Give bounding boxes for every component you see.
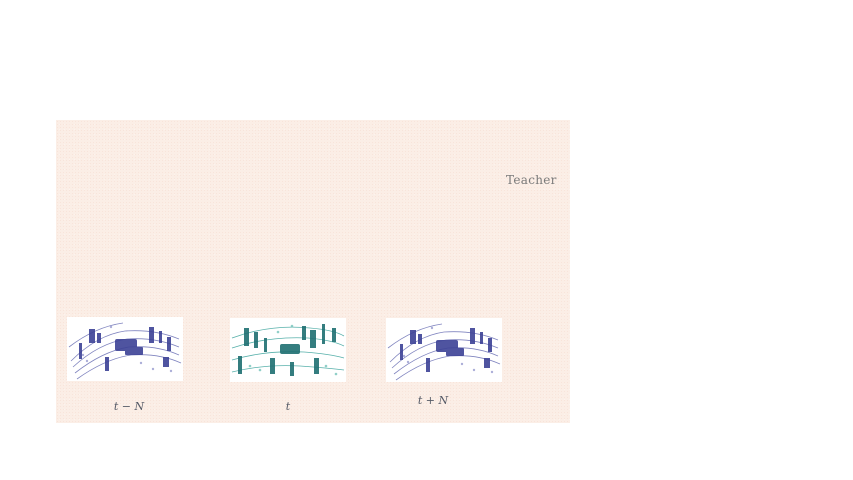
lidar-scan-teal-icon [231, 324, 345, 376]
caption-t-minus-n: t − N [113, 400, 145, 413]
lidar-scan-purple-icon [68, 322, 182, 380]
caption-t-plus-n: t + N [417, 394, 449, 407]
lidar-scan-purple-icon [387, 323, 501, 381]
teacher-label: Teacher [506, 173, 557, 187]
caption-t: t [285, 400, 291, 413]
lidar-scan-t-plus-n [386, 318, 502, 382]
lidar-scan-t [230, 318, 346, 382]
lidar-scan-t-minus-n [67, 317, 183, 381]
